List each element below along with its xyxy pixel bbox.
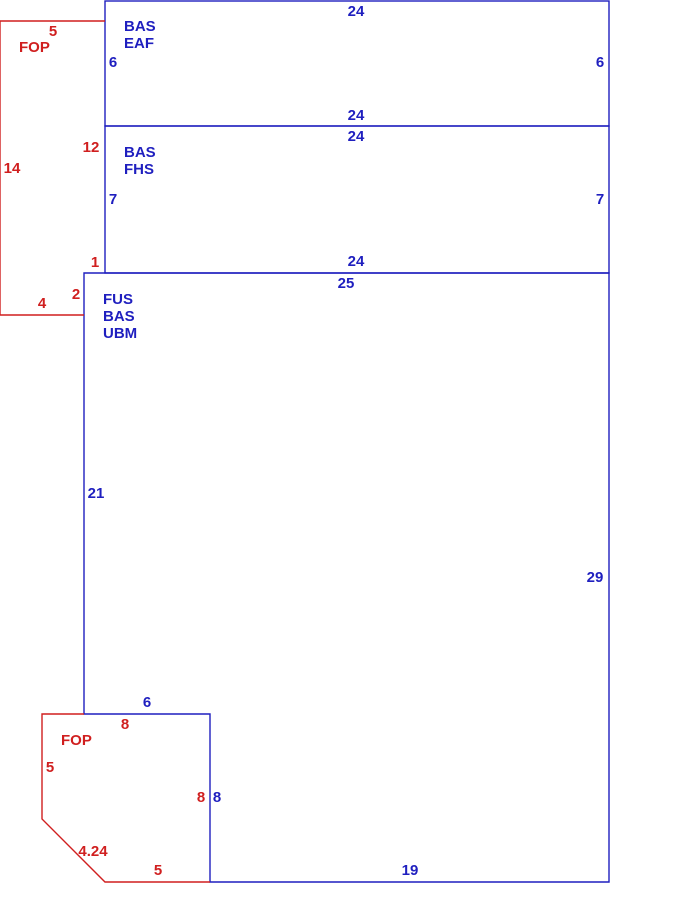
area-fop-upper-code: FOP [19,39,50,56]
area-fop-lower-left-dimension: 5 [46,759,54,776]
area-bas-fhs-outline [104,125,610,274]
area-bas-fhs-left-dimension: 7 [109,191,117,208]
area-fop-lower-bottom-dimension: 5 [154,862,162,879]
area-fop-upper-top-dimension: 5 [49,23,57,40]
area-bas-eaf-bottom-dimension: 24 [348,107,365,124]
area-fus-bas-ubm-code-3: UBM [103,325,137,342]
area-bas-eaf-right-dimension: 6 [596,54,604,71]
area-fop-lower-diagonal-dimension: 4.24 [78,843,108,860]
area-bas-fhs-code-2: FHS [124,161,154,178]
area-fus-bas-ubm-left-dimension: 21 [88,485,105,502]
area-bas-fhs-code-1: BAS [124,144,156,161]
area-bas-fhs-bottom-dimension: 24 [348,253,365,270]
area-bas-fhs-right-dimension: 7 [596,191,604,208]
area-fop-upper-side-dimension: 14 [4,160,21,177]
area-fop-upper-bottom-dimension: 4 [38,295,47,312]
area-bas-fhs-top-dimension: 24 [348,128,365,145]
area-fop-lower-top-dimension: 8 [121,716,129,733]
area-fop-upper-step-c-dimension: 2 [72,286,80,303]
area-fop-upper-step-a-dimension: 12 [83,139,100,156]
area-fus-bas-ubm-step-top-dimension: 6 [143,694,151,711]
area-fus-bas-ubm-outline [83,272,610,883]
area-bas-eaf-top-dimension: 24 [348,3,365,20]
area-fus-bas-ubm-code-1: FUS [103,291,133,308]
area-fop-upper-step-b-dimension: 1 [91,254,99,271]
area-bas-eaf-code-2: EAF [124,35,154,52]
area-bas-eaf-code-1: BAS [124,18,156,35]
area-fus-bas-ubm-bottom-dimension: 19 [402,862,419,879]
area-fop-upper-outline [0,20,105,316]
area-fus-bas-ubm-step-side-dimension: 8 [213,789,221,806]
area-fop-lower-code: FOP [61,732,92,749]
area-fus-bas-ubm-top-dimension: 25 [338,275,355,292]
area-bas-eaf-left-dimension: 6 [109,54,117,71]
area-fus-bas-ubm-code-2: BAS [103,308,135,325]
area-fop-lower-right-dimension: 8 [197,789,205,806]
area-fus-bas-ubm-right-dimension: 29 [587,569,604,586]
area-fop-lower-outline [41,713,210,883]
